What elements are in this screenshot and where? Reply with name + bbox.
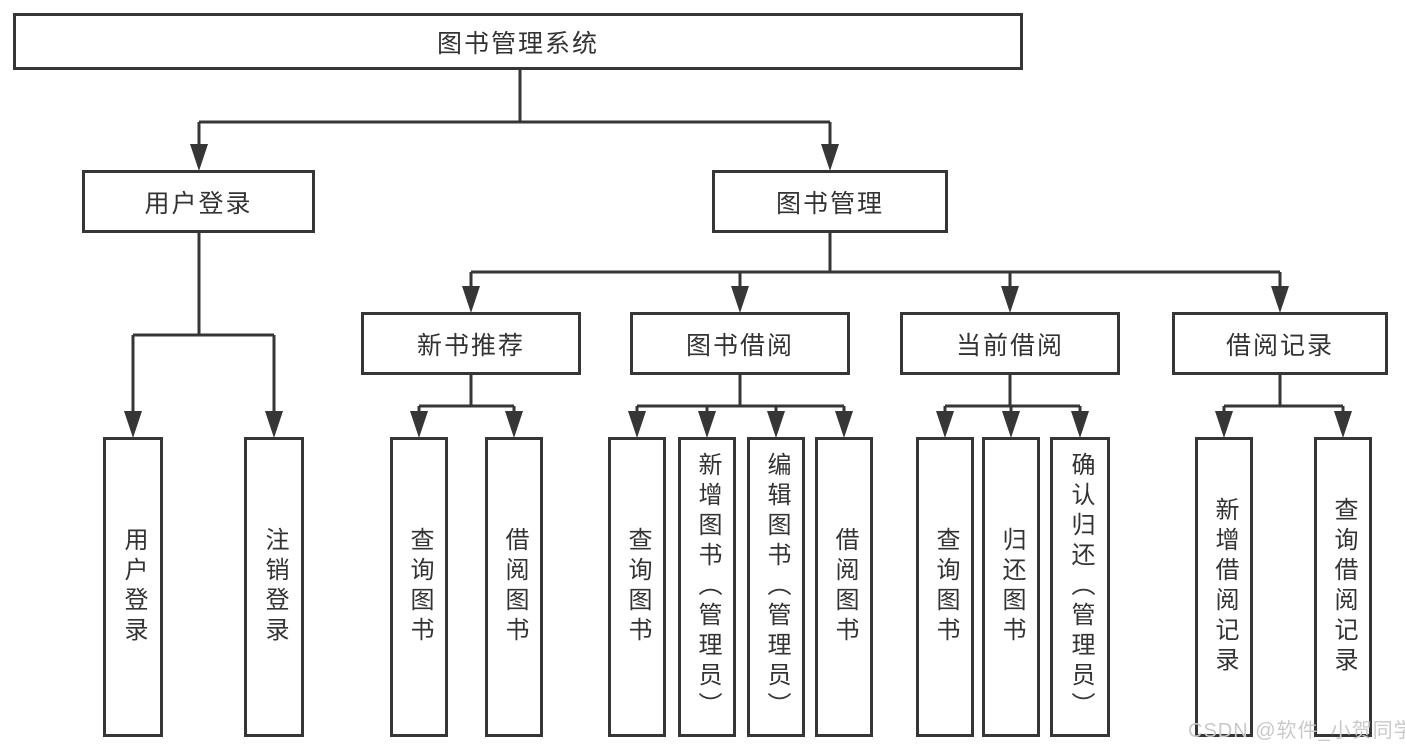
node-borrowing-records: 借阅记录	[1172, 312, 1388, 375]
node-confirm-return-admin: 确认归还（管理员）	[1050, 437, 1110, 737]
node-query-books-current: 查询图书	[916, 437, 974, 737]
node-logout: 注销登录	[244, 437, 304, 737]
node-book-borrowing: 图书借阅	[630, 312, 850, 375]
node-library-management-system: 图书管理系统	[13, 13, 1023, 70]
node-borrow-books-recommend: 借阅图书	[485, 437, 543, 737]
node-user-login-leaf: 用户登录	[103, 437, 163, 737]
node-edit-book-admin: 编辑图书（管理员）	[747, 437, 805, 737]
node-query-borrow-record: 查询借阅记录	[1314, 437, 1372, 737]
csdn-watermark: CSDN @软件_小贺同学	[1188, 720, 1405, 742]
node-add-borrow-record: 新增借阅记录	[1195, 437, 1253, 737]
node-query-books-recommend: 查询图书	[390, 437, 448, 737]
node-current-borrowing: 当前借阅	[900, 312, 1120, 375]
node-return-book: 归还图书	[982, 437, 1040, 737]
node-query-books-borrowing: 查询图书	[608, 437, 666, 737]
node-new-book-recommend: 新书推荐	[361, 312, 581, 375]
node-borrow-books-borrowing: 借阅图书	[815, 437, 873, 737]
node-book-management: 图书管理	[712, 170, 948, 233]
node-user-login: 用户登录	[82, 170, 315, 233]
node-add-book-admin: 新增图书（管理员）	[678, 437, 736, 737]
